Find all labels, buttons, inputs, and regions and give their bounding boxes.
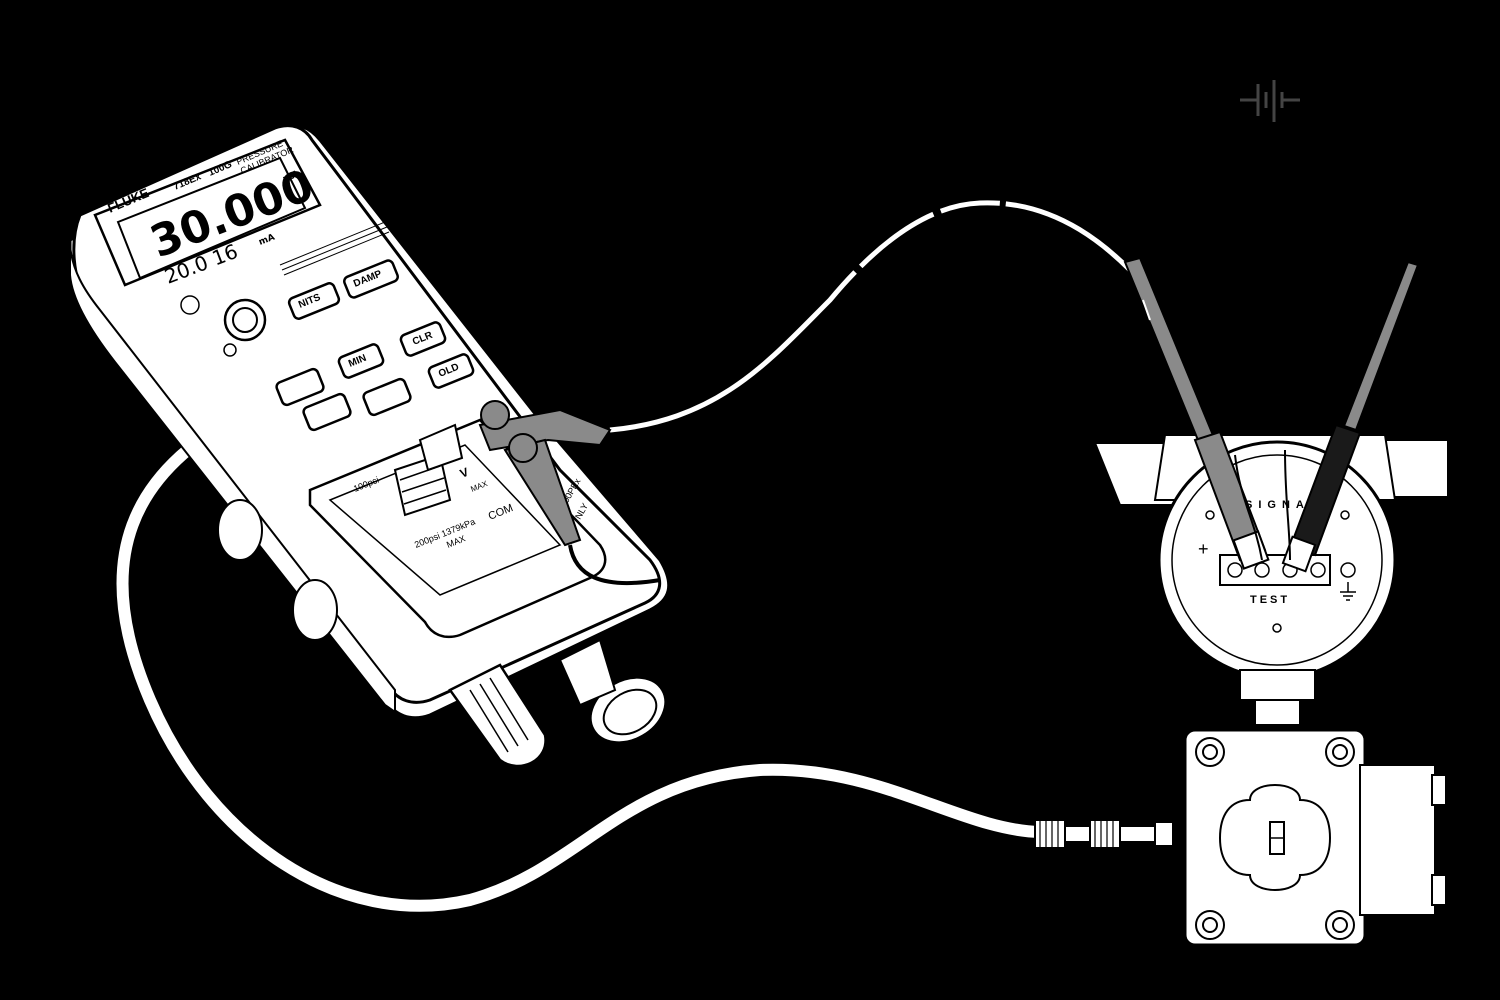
hose-fitting	[1034, 819, 1174, 849]
zero-button[interactable]	[275, 367, 325, 407]
units-button[interactable]: NITS	[287, 282, 341, 320]
blank-button[interactable]	[302, 392, 352, 432]
pressure-transmitter: + SIGNAL TEST	[1093, 434, 1449, 947]
clr-button[interactable]: CLR	[399, 321, 447, 357]
test-terminal-label: TEST	[1250, 594, 1290, 606]
side-knob-upper[interactable]	[217, 499, 263, 561]
vent-knob[interactable]	[558, 638, 678, 756]
test-probe-red	[1123, 256, 1270, 570]
test-lead-red	[609, 200, 1132, 433]
primary-unit: psi	[281, 170, 298, 185]
plus-terminal-label: +	[1198, 539, 1209, 559]
adjust-knob[interactable]	[448, 663, 547, 768]
pressure-calibrator: FLUKE 718Ex 100G PRESSURE CALIBRATOR 30.…	[68, 124, 678, 768]
damp-button[interactable]: DAMP	[343, 259, 399, 299]
hold-button[interactable]: OLD	[427, 353, 475, 389]
min-button[interactable]: MIN	[337, 343, 385, 379]
max-button[interactable]	[362, 377, 412, 417]
battery-icon	[1240, 80, 1300, 122]
ground-icon	[1340, 562, 1356, 601]
side-knob-lower[interactable]	[292, 579, 338, 641]
pressure-fitting	[393, 423, 464, 517]
test-lead-plug-black	[503, 433, 661, 586]
test-probe-black	[1281, 260, 1420, 573]
signal-terminal-label: SIGNAL	[1245, 499, 1323, 511]
